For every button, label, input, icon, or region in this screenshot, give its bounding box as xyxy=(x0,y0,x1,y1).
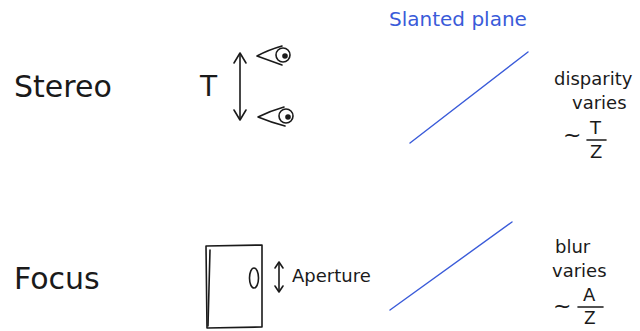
fraction-denominator: Z xyxy=(584,310,596,327)
proportional-sign: ~ xyxy=(553,295,571,317)
slanted-plane xyxy=(390,222,512,310)
baseline-arrow xyxy=(234,53,246,120)
camera-symbol xyxy=(206,245,262,328)
aperture-arrow xyxy=(275,262,283,292)
variable-label: T xyxy=(200,73,217,101)
eye-symbol xyxy=(257,46,290,65)
proportional-sign: ~ xyxy=(563,124,581,146)
fraction-denominator: Z xyxy=(590,143,602,161)
note-text: varies xyxy=(572,94,627,112)
note-text: varies xyxy=(552,262,607,280)
fraction-numerator: A xyxy=(583,286,595,304)
plane-label: Slanted plane xyxy=(389,9,527,29)
fraction-bar xyxy=(587,139,606,141)
note-text: disparity xyxy=(554,70,632,88)
slanted-plane xyxy=(410,52,528,143)
fraction-bar xyxy=(578,306,603,308)
method-label: Stereo xyxy=(14,72,112,102)
fraction-numerator: T xyxy=(590,119,601,137)
part-label: Aperture xyxy=(292,267,371,285)
eye-symbol xyxy=(258,107,293,126)
method-label: Focus xyxy=(14,264,100,294)
note-text: blur xyxy=(555,238,590,256)
